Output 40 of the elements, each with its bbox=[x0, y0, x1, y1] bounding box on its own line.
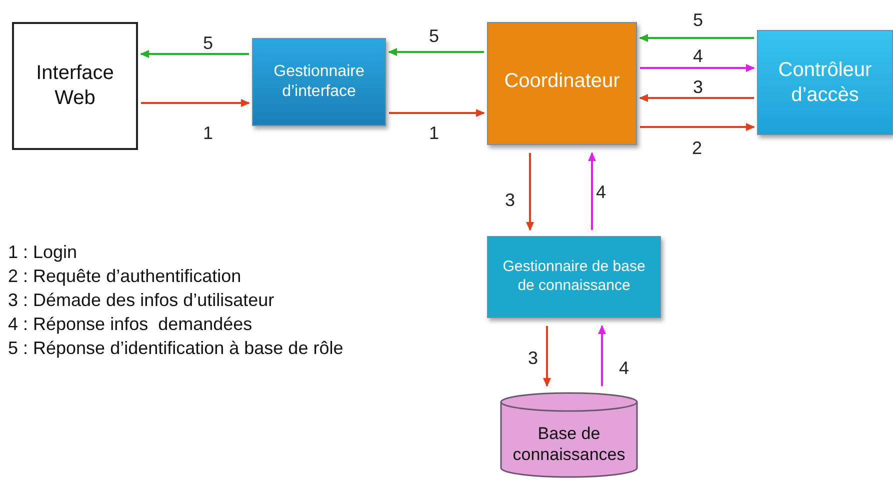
edge-label: 5 bbox=[201, 34, 215, 52]
process-box bbox=[757, 30, 893, 135]
node-label: Interface Web bbox=[35, 61, 115, 111]
process-box bbox=[12, 22, 138, 150]
arrow bbox=[640, 64, 755, 72]
edge-label: 3 bbox=[503, 191, 517, 209]
arrow bbox=[543, 326, 551, 387]
legend-note: 1 : Login bbox=[8, 242, 78, 263]
arrow bbox=[526, 153, 534, 231]
process-box bbox=[252, 38, 386, 126]
arrow bbox=[588, 152, 596, 230]
node-label: Base de connaissances bbox=[512, 422, 626, 466]
arrow bbox=[640, 123, 755, 131]
arrow bbox=[639, 94, 754, 102]
arrow bbox=[140, 50, 249, 58]
arrow bbox=[389, 109, 485, 117]
edge-label: 1 bbox=[201, 124, 215, 142]
legend-note: 2 : Requête d’authentification bbox=[8, 266, 242, 287]
arrow bbox=[388, 48, 484, 56]
node-label: Coordinateur bbox=[504, 69, 620, 94]
legend-note: 5 : Réponse d’identification à base de rôle bbox=[8, 338, 344, 359]
node-label: Gestionnaire d’interface bbox=[272, 62, 366, 102]
edge-label: 4 bbox=[594, 183, 608, 201]
edge-label: 5 bbox=[427, 27, 441, 45]
edge-label: 5 bbox=[691, 11, 705, 29]
legend-note: 3 : Démade des infos d’utilisateur bbox=[8, 290, 276, 311]
edge-label: 4 bbox=[691, 47, 705, 65]
arrow bbox=[639, 34, 754, 42]
edge-label: 3 bbox=[526, 349, 540, 367]
node-label: Gestionnaire de base de connaissance bbox=[502, 258, 646, 296]
node-label: Contrôleur d’accès bbox=[777, 58, 873, 108]
edge-label: 2 bbox=[690, 139, 704, 157]
arrow bbox=[598, 325, 606, 386]
process-box bbox=[487, 22, 637, 145]
arrow bbox=[141, 99, 250, 107]
edge-label: 3 bbox=[691, 78, 705, 96]
edge-label: 4 bbox=[617, 359, 631, 377]
process-box bbox=[487, 236, 661, 318]
edge-label: 1 bbox=[427, 124, 441, 142]
legend-note: 4 : Réponse infos demandées bbox=[8, 314, 254, 335]
